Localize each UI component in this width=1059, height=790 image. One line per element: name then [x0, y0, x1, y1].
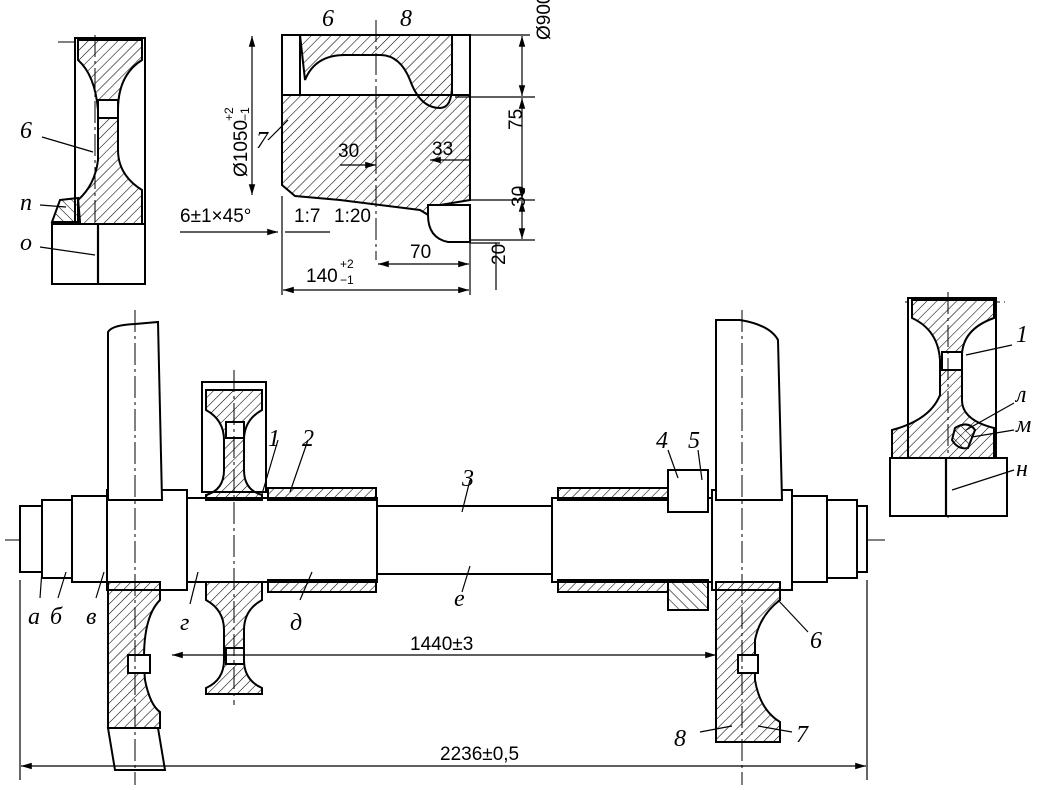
dim-20: 20 — [489, 244, 510, 265]
dim-width-tol-low: −1 — [340, 273, 354, 287]
label-1-gear: 1 — [268, 426, 280, 452]
label-7-rim: 7 — [256, 128, 269, 154]
label-n: н — [1016, 456, 1028, 482]
dim-30-left: 30 — [338, 141, 359, 162]
detail-wheel-right: 1 л м н — [889, 292, 1031, 518]
label-b: б — [50, 604, 63, 630]
detail-rim-section: 6 8 7 Ø900 75 30 20 Ø1050 +2 −1 30 33 6±… — [180, 0, 555, 295]
dim-dia-1050-tol-low: −1 — [238, 107, 252, 121]
label-1-right: 1 — [1016, 322, 1028, 348]
dim-taper-1-20: 1:20 — [334, 206, 371, 227]
label-2: 2 — [302, 426, 314, 452]
label-7-main: 7 — [796, 722, 809, 748]
wheelset-main: 1 2 3 4 5 6 7 8 а б в г д е 1440±3 2236±… — [5, 310, 885, 785]
dim-dia-1050-group: Ø1050 +2 −1 — [222, 107, 252, 177]
label-8-main: 8 — [674, 726, 686, 752]
label-d: д — [290, 610, 302, 636]
dim-width-tol-up: +2 — [340, 257, 354, 271]
label-l: л — [1014, 382, 1026, 408]
label-6-top-left: 6 — [20, 118, 32, 144]
label-8-rim: 8 — [400, 6, 412, 32]
dim-dia-900: Ø900 — [534, 0, 555, 40]
label-4: 4 — [656, 428, 668, 454]
label-v: в — [86, 604, 96, 630]
dim-dia-1050-tol-up: +2 — [222, 107, 236, 121]
label-6-rim: 6 — [322, 6, 334, 32]
dim-33: 33 — [432, 139, 453, 160]
dim-30-right: 30 — [509, 186, 530, 207]
label-o: о — [20, 230, 32, 256]
dim-track-1440: 1440±3 — [410, 634, 473, 655]
dim-dia-1050: Ø1050 — [231, 120, 252, 177]
label-g: г — [180, 610, 189, 636]
label-a: а — [28, 604, 40, 630]
label-6-main: 6 — [810, 628, 822, 654]
label-m: м — [1015, 412, 1031, 438]
label-p: п — [20, 190, 32, 216]
dim-overall-2236: 2236±0,5 — [440, 744, 519, 765]
detail-wheel-left: 6 п о — [20, 35, 146, 285]
dim-chamfer: 6±1×45° — [180, 206, 251, 227]
label-5: 5 — [688, 428, 700, 454]
dim-75: 75 — [506, 109, 527, 130]
label-3: 3 — [461, 466, 474, 492]
dim-70: 70 — [410, 242, 431, 263]
dim-taper-1-7: 1:7 — [294, 206, 320, 227]
dim-width-140: 140 — [306, 266, 338, 287]
label-e: е — [454, 586, 465, 612]
